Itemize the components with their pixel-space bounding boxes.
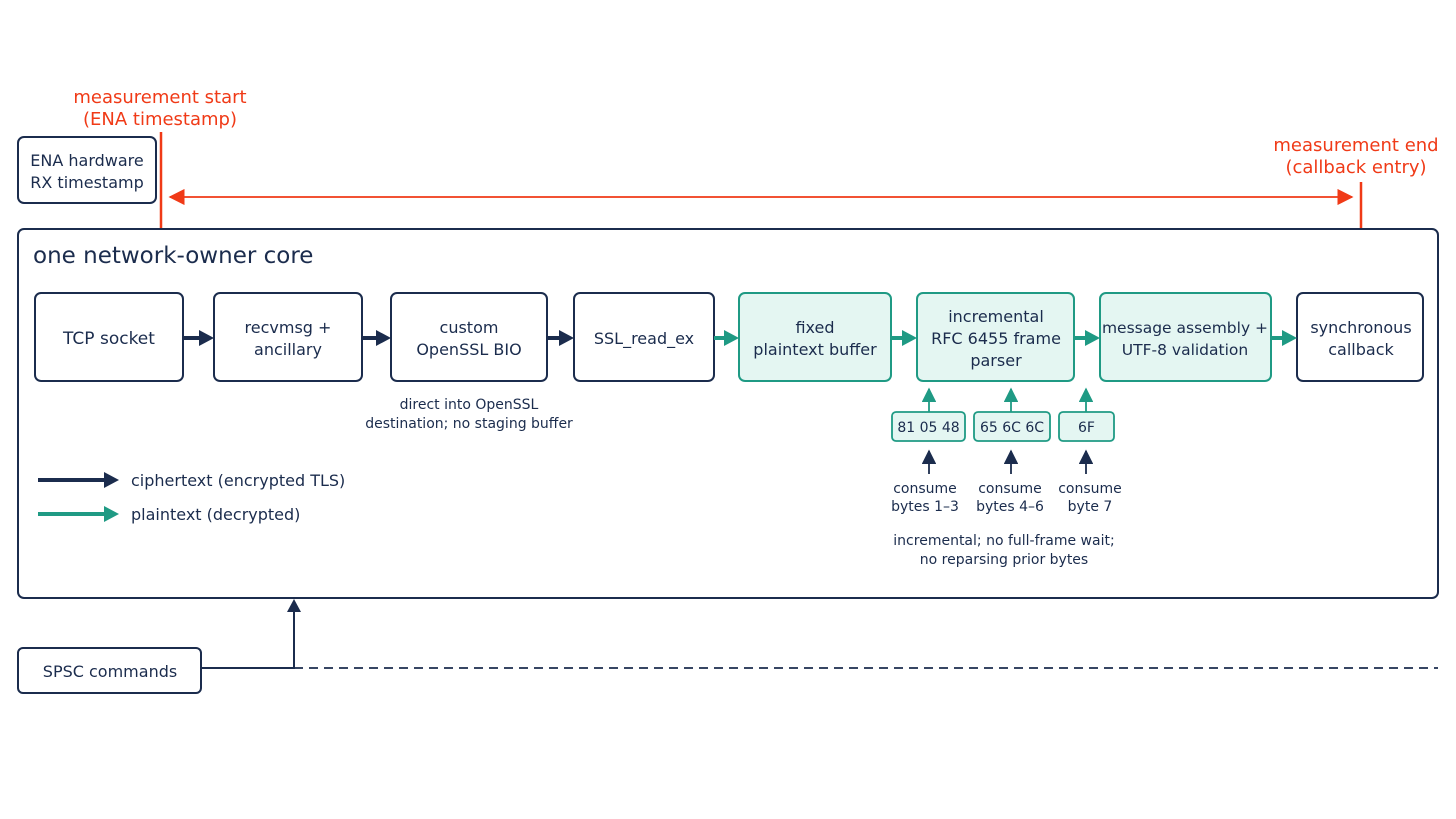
parser-label-line-1: incremental — [948, 307, 1044, 326]
ssl-read-box: SSL_read_ex — [573, 292, 715, 382]
legend-ciphertext-arrow-icon — [104, 472, 119, 488]
byte-chunk-1: 81 05 48 — [891, 387, 966, 442]
measurement-start-label-line-1: measurement start — [73, 87, 246, 108]
core-title: one network-owner core — [33, 243, 313, 269]
openssl-bio-box: custom OpenSSL BIO — [390, 292, 548, 382]
consume-labels: consume bytes 1–3 consume bytes 4–6 cons… — [891, 481, 1122, 515]
measurement-start-label: measurement start (ENA timestamp) — [73, 87, 246, 130]
measurement-end-label-line-1: measurement end — [1273, 135, 1438, 156]
byte-chunk-1-label: 81 05 48 — [897, 420, 959, 436]
frame-parser-box: incremental RFC 6455 frame parser — [916, 292, 1075, 382]
byte-chunk-2: 65 6C 6C — [973, 387, 1051, 442]
plaintext-arrows — [714, 330, 1297, 346]
parser-note-line-1: incremental; no full-frame wait; — [893, 533, 1114, 549]
measurement-start-label-line-2: (ENA timestamp) — [83, 109, 237, 130]
ciphertext-arrows — [183, 330, 574, 346]
bio-note-line-2: destination; no staging buffer — [365, 416, 573, 432]
arrow-bio-to-ssl-read — [547, 330, 574, 346]
bio-note-line-1: direct into OpenSSL — [400, 397, 539, 413]
consume-1-line-1: consume — [893, 481, 957, 497]
assembly-label-line-1: message assembly + — [1102, 319, 1268, 337]
callback-label-line-1: synchronous — [1310, 318, 1411, 337]
consume-arrows — [921, 449, 1094, 474]
arrow-recvmsg-to-bio — [362, 330, 391, 346]
ena-box-line-2: RX timestamp — [30, 173, 143, 192]
byte-chunk-3: 6F — [1058, 387, 1115, 442]
legend: ciphertext (encrypted TLS) plaintext (de… — [38, 471, 345, 524]
spsc-commands-label: SPSC commands — [43, 662, 177, 681]
arrow-parser-to-assembly — [1074, 330, 1100, 346]
parser-note: incremental; no full-frame wait; no repa… — [893, 533, 1114, 568]
byte-chunk-2-label: 65 6C 6C — [980, 420, 1044, 436]
buffer-label-line-2: plaintext buffer — [753, 340, 877, 359]
tcp-socket-box: TCP socket — [34, 292, 184, 382]
spsc-arrow-head-icon — [287, 599, 301, 612]
buffer-label-line-1: fixed — [795, 318, 834, 337]
legend-ciphertext: ciphertext (encrypted TLS) — [38, 471, 345, 490]
arrow-ssl-read-to-buffer — [714, 330, 739, 346]
recvmsg-label-line-2: ancillary — [254, 340, 322, 359]
spsc-connector-line — [201, 612, 295, 669]
bio-note: direct into OpenSSL destination; no stag… — [365, 397, 573, 432]
parser-label-line-3: parser — [970, 351, 1022, 370]
legend-ciphertext-label: ciphertext (encrypted TLS) — [131, 471, 345, 490]
ena-box-line-1: ENA hardware — [30, 151, 143, 170]
consume-3-line-2: byte 7 — [1068, 499, 1113, 515]
legend-plaintext-label: plaintext (decrypted) — [131, 505, 300, 524]
legend-plaintext-arrow-icon — [104, 506, 119, 522]
recvmsg-box: recvmsg + ancillary — [213, 292, 363, 382]
callback-label-line-2: callback — [1328, 340, 1394, 359]
measurement-end-label-line-2: (callback entry) — [1285, 157, 1426, 178]
parser-note-line-2: no reparsing prior bytes — [920, 552, 1088, 568]
spsc-commands-box: SPSC commands — [17, 647, 202, 694]
consume-2-line-1: consume — [978, 481, 1042, 497]
ena-hardware-box: ENA hardware RX timestamp — [17, 136, 157, 204]
bio-label-line-2: OpenSSL BIO — [416, 340, 521, 359]
ssl-read-label: SSL_read_ex — [594, 329, 694, 349]
consume-2-line-2: bytes 4–6 — [976, 499, 1044, 515]
message-assembly-box: message assembly + UTF-8 validation — [1099, 292, 1272, 382]
arrow-assembly-to-callback — [1271, 330, 1297, 346]
assembly-label-line-2: UTF-8 validation — [1122, 341, 1248, 359]
bio-label-line-1: custom — [440, 318, 499, 337]
measurement-end-label: measurement end (callback entry) — [1273, 135, 1438, 178]
parser-label-line-2: RFC 6455 frame — [931, 329, 1061, 348]
arrow-buffer-to-parser — [891, 330, 917, 346]
byte-chunk-3-label: 6F — [1078, 420, 1095, 436]
consume-3-line-1: consume — [1058, 481, 1122, 497]
legend-plaintext: plaintext (decrypted) — [38, 505, 300, 524]
callback-box: synchronous callback — [1296, 292, 1424, 382]
plaintext-buffer-box: fixed plaintext buffer — [738, 292, 892, 382]
recvmsg-label-line-1: recvmsg + — [245, 318, 332, 337]
network-owner-core: one network-owner core — [17, 228, 1439, 599]
consume-1-line-2: bytes 1–3 — [891, 499, 959, 515]
tcp-socket-label: TCP socket — [62, 329, 155, 349]
arrow-tcp-to-recvmsg — [183, 330, 214, 346]
